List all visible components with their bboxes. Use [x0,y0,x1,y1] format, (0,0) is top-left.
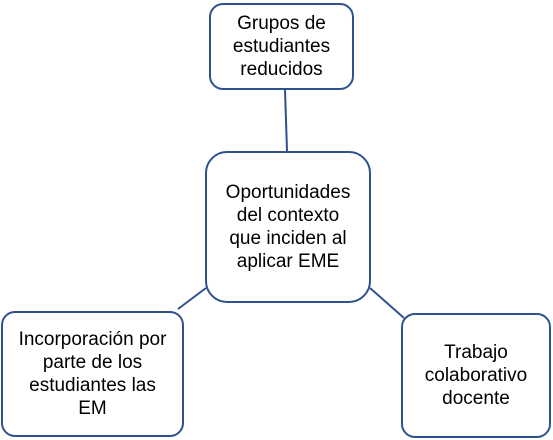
connector-center-top [284,89,288,152]
node-context-opportunities: Oportunidades del contexto que inciden a… [205,151,371,303]
node-context-opportunities-label: Oportunidades del contexto que inciden a… [225,182,351,272]
node-collaborative-teaching: Trabajo colaborativo docente [401,313,551,438]
node-small-student-groups: Grupos de estudiantes reducidos [209,3,354,90]
connector-center-left [177,287,207,310]
node-collaborative-teaching-label: Trabajo colaborativo docente [424,342,528,409]
node-student-incorporation: Incorporación por parte de los estudiant… [1,311,184,437]
node-student-incorporation-label: Incorporación por parte de los estudiant… [18,329,167,419]
connector-center-right [369,287,405,319]
node-small-student-groups-label: Grupos de estudiantes reducidos [232,13,331,80]
